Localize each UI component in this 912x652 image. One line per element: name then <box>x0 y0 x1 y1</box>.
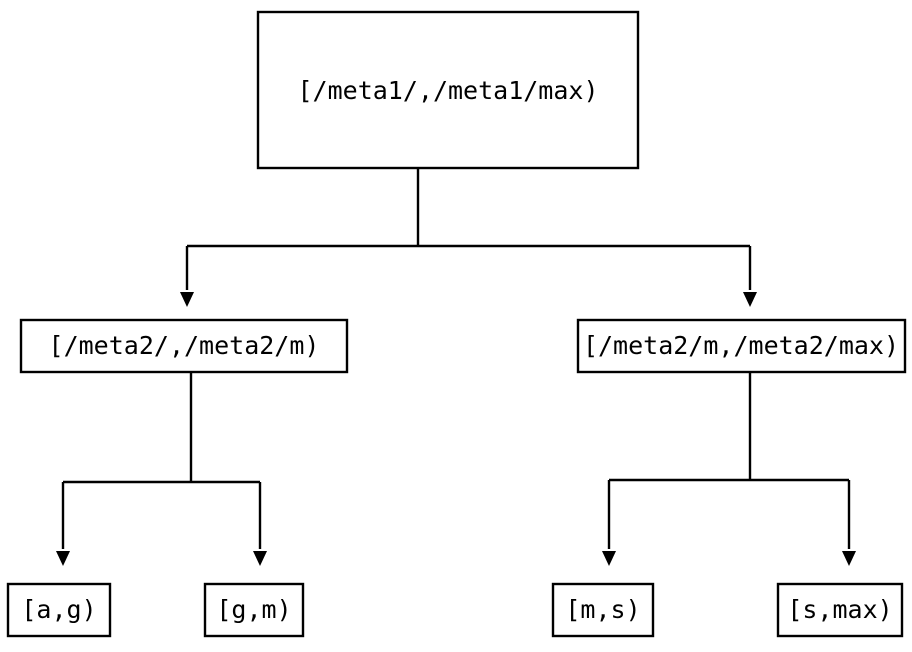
arrowhead-root-to-mid-left-icon <box>180 292 194 307</box>
arrowhead-root-to-mid-right-icon <box>743 292 757 307</box>
arrowhead-mid-right-to-leaf-3-icon <box>602 551 616 566</box>
node-leaf-1-label: [a,g) <box>21 595 96 624</box>
node-mid-right-box <box>576 318 907 374</box>
arrowhead-mid-right-to-leaf-4-icon <box>842 551 856 566</box>
node-leaf-4-box <box>776 582 904 638</box>
node-leaf-3-label: [m,s) <box>565 595 640 624</box>
arrowhead-mid-left-to-leaf-2-icon <box>253 551 267 566</box>
node-leaf-3[interactable]: [m,s) <box>551 582 655 638</box>
node-leaf-4-label: [s,max) <box>787 595 892 624</box>
edge-root-to-mid-group <box>180 168 757 307</box>
node-root[interactable]: [/meta1/,/meta1/max) <box>256 10 640 170</box>
node-leaf-4[interactable]: [s,max) <box>776 582 904 638</box>
node-leaf-1[interactable]: [a,g) <box>6 582 112 638</box>
node-leaf-2[interactable]: [g,m) <box>203 582 305 638</box>
node-mid-left-box <box>19 318 349 374</box>
node-mid-left-label: [/meta2/,/meta2/m) <box>49 331 320 360</box>
node-leaf-2-box <box>203 582 305 638</box>
node-leaf-2-label: [g,m) <box>216 595 291 624</box>
node-root-box <box>256 10 640 170</box>
edge-mid-left-to-leaves-group <box>56 372 267 566</box>
arrowhead-mid-left-to-leaf-1-icon <box>56 551 70 566</box>
node-mid-right-label: [/meta2/m,/meta2/max) <box>583 331 899 360</box>
node-leaf-3-box <box>551 582 655 638</box>
node-mid-right[interactable]: [/meta2/m,/meta2/max) <box>576 318 907 374</box>
node-leaf-1-box <box>6 582 112 638</box>
node-mid-left[interactable]: [/meta2/,/meta2/m) <box>19 318 349 374</box>
node-root-label: [/meta1/,/meta1/max) <box>297 76 598 105</box>
edge-mid-right-to-leaves-group <box>602 372 856 566</box>
